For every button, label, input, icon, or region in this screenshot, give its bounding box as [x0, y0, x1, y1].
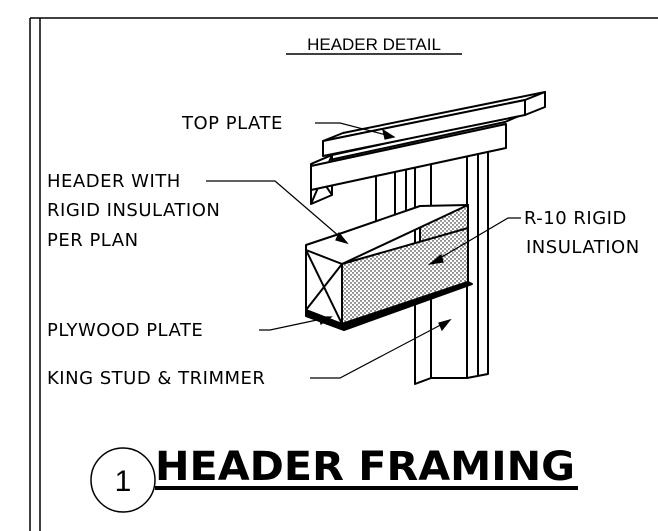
detail-number: 1	[115, 465, 132, 498]
label-plywood: PLYWOOD PLATE	[47, 320, 203, 341]
label-header-line1: HEADER WITH	[47, 171, 181, 192]
leader-lines	[206, 122, 521, 379]
drawing-title: HEADER FRAMING	[155, 444, 575, 490]
leader-header	[206, 180, 348, 244]
sheet-border	[29, 17, 658, 531]
label-rigid-line2: INSULATION	[526, 237, 640, 258]
leader-plywood	[259, 316, 332, 331]
leader-king-stud	[310, 319, 451, 379]
leader-rigid	[429, 217, 521, 265]
label-rigid-line1: R-10 RIGID	[524, 208, 627, 229]
top-plate-upper	[310, 91, 546, 191]
label-king-stud: KING STUD & TRIMMER	[47, 368, 265, 389]
plywood-plate	[305, 281, 473, 331]
header-with-insulation	[305, 204, 469, 325]
leader-top-plate	[315, 122, 395, 138]
framing-isometric	[305, 91, 546, 385]
detail-number-bubble	[90, 447, 156, 513]
label-top-plate: TOP PLATE	[181, 113, 283, 134]
label-header-line3: PER PLAN	[47, 230, 139, 251]
label-header-line2: RIGID INSULATION	[47, 200, 220, 221]
detail-subtitle: HEADER DETAIL	[307, 35, 441, 54]
callout-labels: TOP PLATE HEADER WITH RIGID INSULATION P…	[47, 113, 640, 389]
